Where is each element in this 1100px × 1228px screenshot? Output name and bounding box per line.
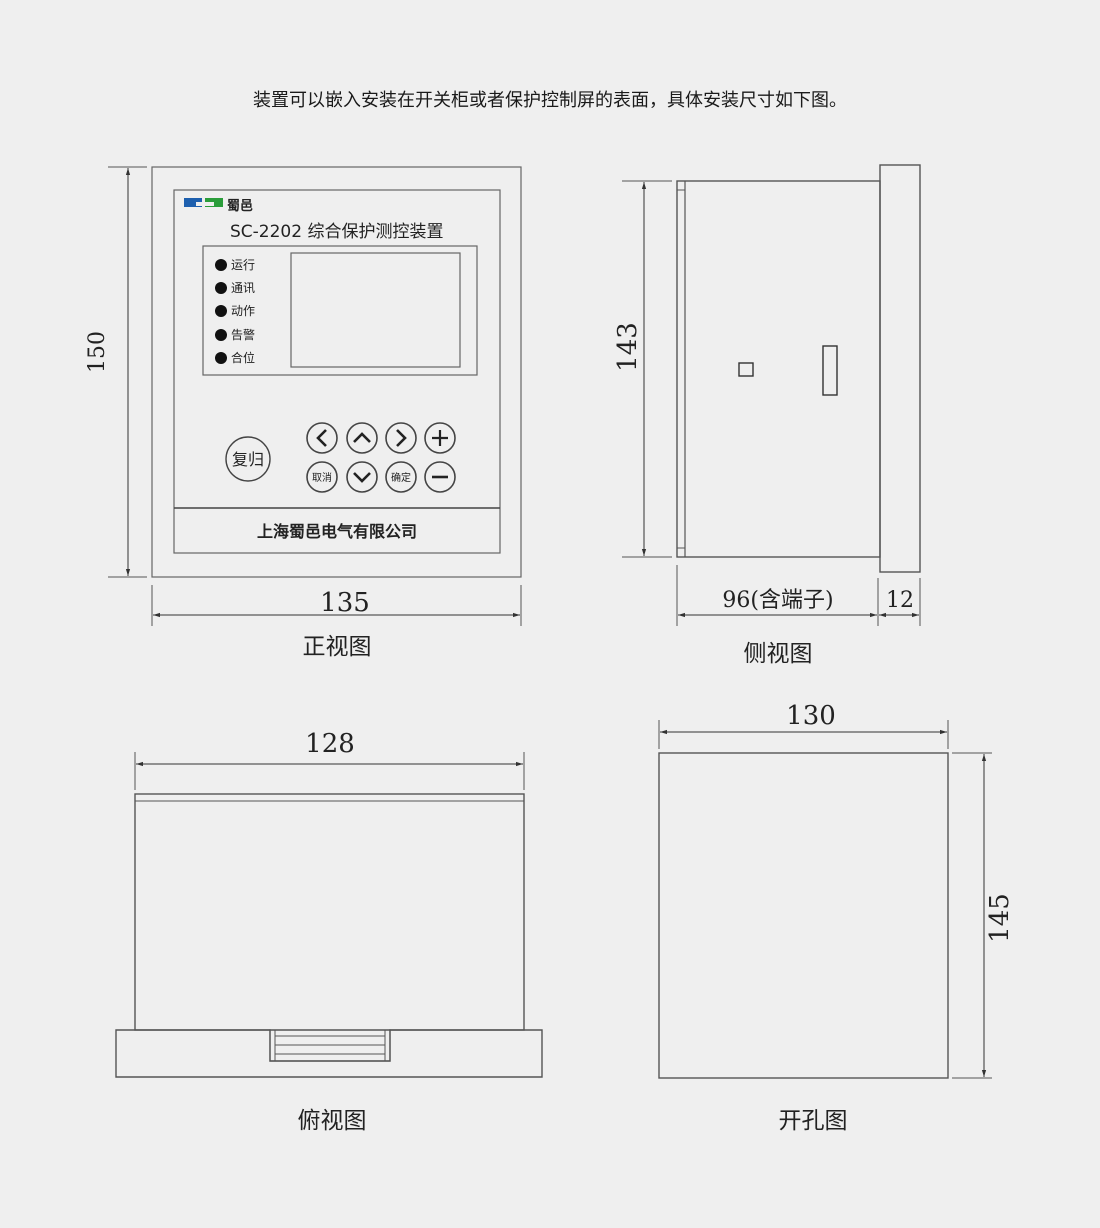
confirm-button-label: 确定 [391,471,411,484]
reset-button[interactable]: 复归 [225,436,271,482]
led-closed [215,352,227,364]
cancel-button[interactable]: 取消 [306,461,338,493]
front-face [173,189,501,554]
cutout-dim-height-label: 145 [985,893,1015,943]
plus-button[interactable] [424,422,456,454]
side-dim-panel: 12 [879,588,919,618]
side-square-hole [738,362,754,377]
cutout-dim-width: 130 [658,701,949,749]
side-body [676,180,881,558]
led-comm [215,282,227,294]
led-label-comm: 通讯 [231,281,255,295]
lcd-screen [290,252,461,368]
led-indicators: 运行 通讯 动作 告警 合位 [215,258,255,365]
side-dim-height: 143 [613,180,672,558]
side-front-panel [879,164,921,573]
led-label-closed: 合位 [231,350,255,365]
front-dim-height-label: 150 [85,331,110,373]
side-dim-depth: 96(含端子) [676,565,921,626]
led-alarm [215,329,227,341]
cutout-dim-height: 145 [952,752,1015,1079]
model-title: SC-2202 综合保护测控装置 [230,222,443,242]
minus-button[interactable] [424,461,456,493]
front-dim-width-label: 135 [320,588,370,618]
side-dim-panel-label: 12 [886,588,914,613]
company-name: 上海蜀邑电气有限公司 [257,522,417,541]
side-view-caption: 侧视图 [744,641,813,667]
right-button[interactable] [385,422,417,454]
front-dim-height: 150 [85,166,147,578]
arrow-up-icon [353,432,371,443]
intro-text: 装置可以嵌入安装在开关柜或者保护控制屏的表面，具体安装尺寸如下图。 [253,90,847,111]
down-button[interactable] [346,461,378,493]
cutout-view: 130 145 开孔图 [658,701,1015,1134]
front-view-caption: 正视图 [303,634,372,660]
top-dim-width: 128 [134,729,525,790]
reset-button-label: 复归 [232,450,264,469]
top-body [134,793,525,1031]
arrow-right-icon [396,429,407,447]
cutout-dim-width-label: 130 [786,701,836,731]
arrow-left-icon [316,429,327,447]
plus-icon [432,430,448,446]
led-label-alarm: 告警 [231,327,255,342]
left-button[interactable] [306,422,338,454]
led-label-action: 动作 [231,304,255,318]
arrow-down-icon [353,472,371,483]
top-dim-width-label: 128 [305,729,355,759]
top-view-caption: 俯视图 [298,1108,367,1134]
front-dim-width: 135 [151,585,522,626]
front-view: 蜀邑 SC-2202 综合保护测控装置 运行 通讯 动作 告警 合位 [85,166,522,660]
led-action [215,305,227,317]
cutout-view-caption: 开孔图 [779,1108,848,1134]
confirm-button[interactable]: 确定 [385,461,417,493]
cancel-button-label: 取消 [312,471,332,484]
side-view: 143 96(含端子) 12 侧视图 [613,164,921,667]
side-dim-height-label: 143 [613,322,643,372]
side-dim-depth-label: 96(含端子) [722,588,833,613]
top-connector [269,1029,391,1062]
led-running [215,259,227,271]
led-label-running: 运行 [231,258,255,272]
top-view: 128 俯视图 [115,729,543,1134]
up-button[interactable] [346,422,378,454]
display-module [202,245,478,376]
cutout-outline [658,752,949,1079]
brand-logo: 蜀邑 [184,198,253,214]
side-slot [822,345,838,396]
keypad: 取消 确定 [306,422,456,493]
brand-name: 蜀邑 [227,199,253,214]
front-panel-outline [151,166,522,578]
